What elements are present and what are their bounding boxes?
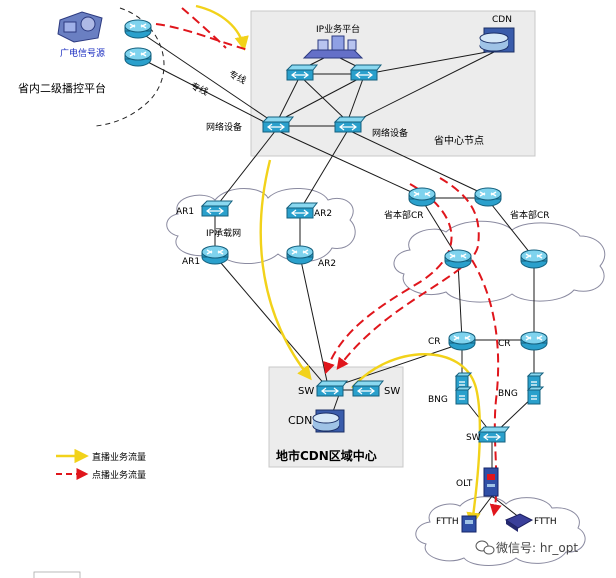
cdn-server-city-icon (312, 409, 345, 433)
playout-router-2-icon (124, 47, 152, 67)
city-cdn-center-label: 地市CDN区域中心 (276, 448, 377, 463)
ftth-left-icon (461, 515, 477, 533)
sw-access-label: SW (466, 433, 481, 443)
broadcast-source-label: 广电信号源 (60, 47, 105, 59)
ar1-bottom-label: AR1 (182, 257, 200, 267)
playout-router-1-icon (124, 19, 152, 39)
watermark-label: 微信号: hr_opt (496, 541, 578, 555)
ar1-top-label: AR1 (176, 207, 194, 217)
live-flow-paths (195, 4, 482, 527)
provincial-playout-label: 省内二级播控平台 (18, 81, 106, 95)
olt-icon (483, 467, 499, 497)
access-cloud (415, 496, 586, 566)
vod-flow-paths (155, 7, 502, 517)
hq-cr-right-icon (474, 187, 502, 207)
network-device-left-label: 网络设备 (206, 121, 242, 133)
ftth-right-label: FTTH (534, 517, 557, 527)
dedicated-line-label-2: 专线 (189, 80, 210, 98)
cdn-top-label: CDN (492, 15, 512, 25)
ar2-bottom-label: AR2 (318, 259, 336, 269)
corner-mark (33, 571, 81, 578)
city-sw-left-icon (316, 380, 348, 397)
ar2-top-label: AR2 (314, 209, 332, 219)
cr-left-icon (448, 331, 476, 351)
ar1-bottom-icon (201, 245, 229, 265)
sw-right-label: SW (384, 386, 400, 397)
hq-cr-left-label: 省本部CR (384, 209, 424, 221)
legend: 直播业务流量 点播业务流量 (56, 448, 146, 481)
cr-right-label: CR (498, 339, 511, 349)
legend-vod-label: 点播业务流量 (92, 469, 146, 481)
dedicated-line-label-1: 专线 (227, 68, 248, 87)
ar2-bottom-icon (286, 245, 314, 265)
cdn-server-top-icon (479, 27, 515, 53)
ftth-left-label: FTTH (436, 517, 459, 527)
network-device-right-icon (334, 116, 366, 133)
network-device-right-label: 网络设备 (372, 127, 408, 139)
links (139, 31, 535, 521)
wechat-icon (475, 540, 495, 555)
bng-left-lower-icon (455, 386, 472, 405)
access-sw-icon (478, 426, 510, 443)
sw-left-label: SW (298, 386, 314, 397)
backbone-router-right-icon (520, 249, 548, 269)
hq-cr-left-icon (408, 187, 436, 207)
platform-switch-left-icon (286, 64, 318, 81)
city-sw-right-icon (352, 380, 384, 397)
ip-service-platform-icon (302, 35, 364, 59)
cr-left-label: CR (428, 337, 441, 347)
ftth-right-icon (504, 513, 534, 532)
cdn-city-label: CDN (288, 414, 312, 427)
ip-bearer-net-label: IP承载网 (206, 227, 241, 239)
ip-service-platform-label: IP业务平台 (316, 23, 360, 35)
broadcast-source-icon (57, 11, 103, 43)
olt-label: OLT (456, 479, 473, 489)
cr-right-icon (520, 331, 548, 351)
legend-live-label: 直播业务流量 (92, 451, 146, 463)
backbone-cloud (393, 220, 606, 303)
hq-cr-right-label: 省本部CR (510, 209, 550, 221)
bng-right-label: BNG (498, 389, 518, 399)
network-device-left-icon (262, 116, 294, 133)
backbone-router-left-icon (444, 249, 472, 269)
provincial-center-label: 省中心节点 (434, 134, 484, 147)
ar1-top-icon (201, 200, 233, 217)
bng-right-lower-icon (527, 386, 544, 405)
ar2-top-icon (286, 202, 318, 219)
bng-left-label: BNG (428, 395, 448, 405)
platform-switch-right-icon (350, 64, 382, 81)
